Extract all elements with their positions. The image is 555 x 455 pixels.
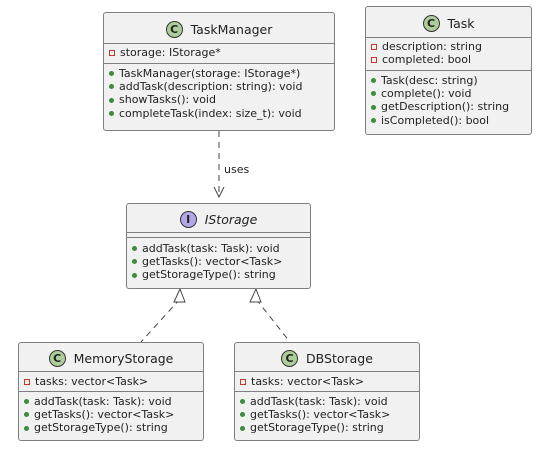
public-visibility-icon — [109, 97, 114, 103]
method-row: completeTask(index: size_t): void — [109, 107, 332, 120]
memorystorage-realization-arrowhead — [173, 287, 186, 303]
method-row: getStorageType(): string — [240, 421, 417, 434]
method-row: showTasks(): void — [109, 93, 332, 106]
interface-badge-icon: I — [179, 210, 197, 228]
method-row: getStorageType(): string — [24, 421, 201, 434]
method-row: Task(desc: string) — [371, 74, 529, 87]
method-row: getTasks(): vector<Task> — [24, 408, 201, 421]
dbstorage-realization-line — [255, 298, 291, 343]
attribute-list: tasks: vector<Task> — [24, 375, 201, 388]
attribute-row: storage: IStorage* — [109, 46, 332, 59]
class-name: MemoryStorage — [73, 350, 174, 366]
attribute-row: tasks: vector<Task> — [240, 375, 417, 388]
public-visibility-icon — [371, 91, 376, 97]
class-badge-icon: C — [48, 349, 66, 367]
public-visibility-icon — [371, 78, 376, 84]
class-memorystorage: C MemoryStorage tasks: vector<Task> addT… — [18, 342, 204, 441]
class-badge-icon: C — [422, 14, 440, 32]
public-visibility-icon — [132, 246, 137, 252]
method-row: getDescription(): string — [371, 100, 529, 113]
public-visibility-icon — [109, 71, 114, 77]
class-task: C Task description: string completed: bo… — [365, 6, 532, 135]
method-row: addTask(description: string): void — [109, 80, 332, 93]
method-list: TaskManager(storage: IStorage*) addTask(… — [109, 67, 332, 120]
class-header: C DBStorage — [235, 347, 419, 369]
attribute-list: description: string completed: bool — [371, 40, 529, 66]
method-list: addTask(task: Task): void getTasks(): ve… — [24, 395, 201, 435]
public-visibility-icon — [371, 117, 376, 123]
class-dbstorage: C DBStorage tasks: vector<Task> addTask(… — [234, 342, 420, 441]
method-list: Task(desc: string) complete(): void getD… — [371, 74, 529, 127]
class-header: C TaskManager — [104, 18, 334, 40]
class-name: TaskManager — [190, 21, 273, 37]
class-taskmanager: C TaskManager storage: IStorage* TaskMan… — [103, 12, 335, 131]
private-visibility-icon — [24, 378, 30, 385]
interface-header: I IStorage — [127, 208, 310, 230]
attribute-row: completed: bool — [371, 53, 529, 66]
method-list: addTask(task: Task): void getTasks(): ve… — [240, 395, 417, 435]
public-visibility-icon — [109, 84, 114, 90]
class-header: C Task — [366, 12, 531, 34]
private-visibility-icon — [109, 49, 115, 56]
public-visibility-icon — [240, 399, 245, 405]
private-visibility-icon — [240, 378, 246, 385]
method-row: addTask(task: Task): void — [24, 395, 201, 408]
class-header: C MemoryStorage — [19, 347, 203, 369]
method-row: addTask(task: Task): void — [132, 242, 308, 255]
public-visibility-icon — [24, 399, 29, 405]
method-row: getTasks(): vector<Task> — [240, 408, 417, 421]
public-visibility-icon — [240, 412, 245, 418]
class-badge-icon: C — [281, 349, 299, 367]
method-row: complete(): void — [371, 87, 529, 100]
public-visibility-icon — [109, 110, 114, 116]
dbstorage-realization-arrowhead — [249, 287, 262, 303]
attribute-row: description: string — [371, 40, 529, 53]
attribute-row: tasks: vector<Task> — [24, 375, 201, 388]
method-row: isCompleted(): bool — [371, 114, 529, 127]
public-visibility-icon — [371, 104, 376, 110]
method-row: getTasks(): vector<Task> — [132, 255, 308, 268]
interface-name: IStorage — [204, 211, 258, 227]
method-row: addTask(task: Task): void — [240, 395, 417, 408]
public-visibility-icon — [132, 272, 137, 278]
class-name: Task — [447, 15, 475, 31]
uses-arrowhead — [213, 186, 225, 199]
class-name: DBStorage — [306, 350, 373, 366]
public-visibility-icon — [240, 425, 245, 431]
memorystorage-realization-line — [140, 298, 181, 343]
public-visibility-icon — [24, 412, 29, 418]
attribute-list: storage: IStorage* — [109, 46, 332, 59]
uses-label: uses — [224, 163, 249, 176]
class-badge-icon: C — [165, 20, 183, 38]
private-visibility-icon — [371, 43, 377, 50]
method-row: TaskManager(storage: IStorage*) — [109, 67, 332, 80]
public-visibility-icon — [24, 425, 29, 431]
method-list: addTask(task: Task): void getTasks(): ve… — [132, 242, 308, 282]
attribute-list: tasks: vector<Task> — [240, 375, 417, 388]
private-visibility-icon — [371, 56, 377, 63]
method-row: getStorageType(): string — [132, 268, 308, 281]
public-visibility-icon — [132, 259, 137, 265]
interface-istorage: I IStorage addTask(task: Task): void get… — [126, 203, 311, 289]
